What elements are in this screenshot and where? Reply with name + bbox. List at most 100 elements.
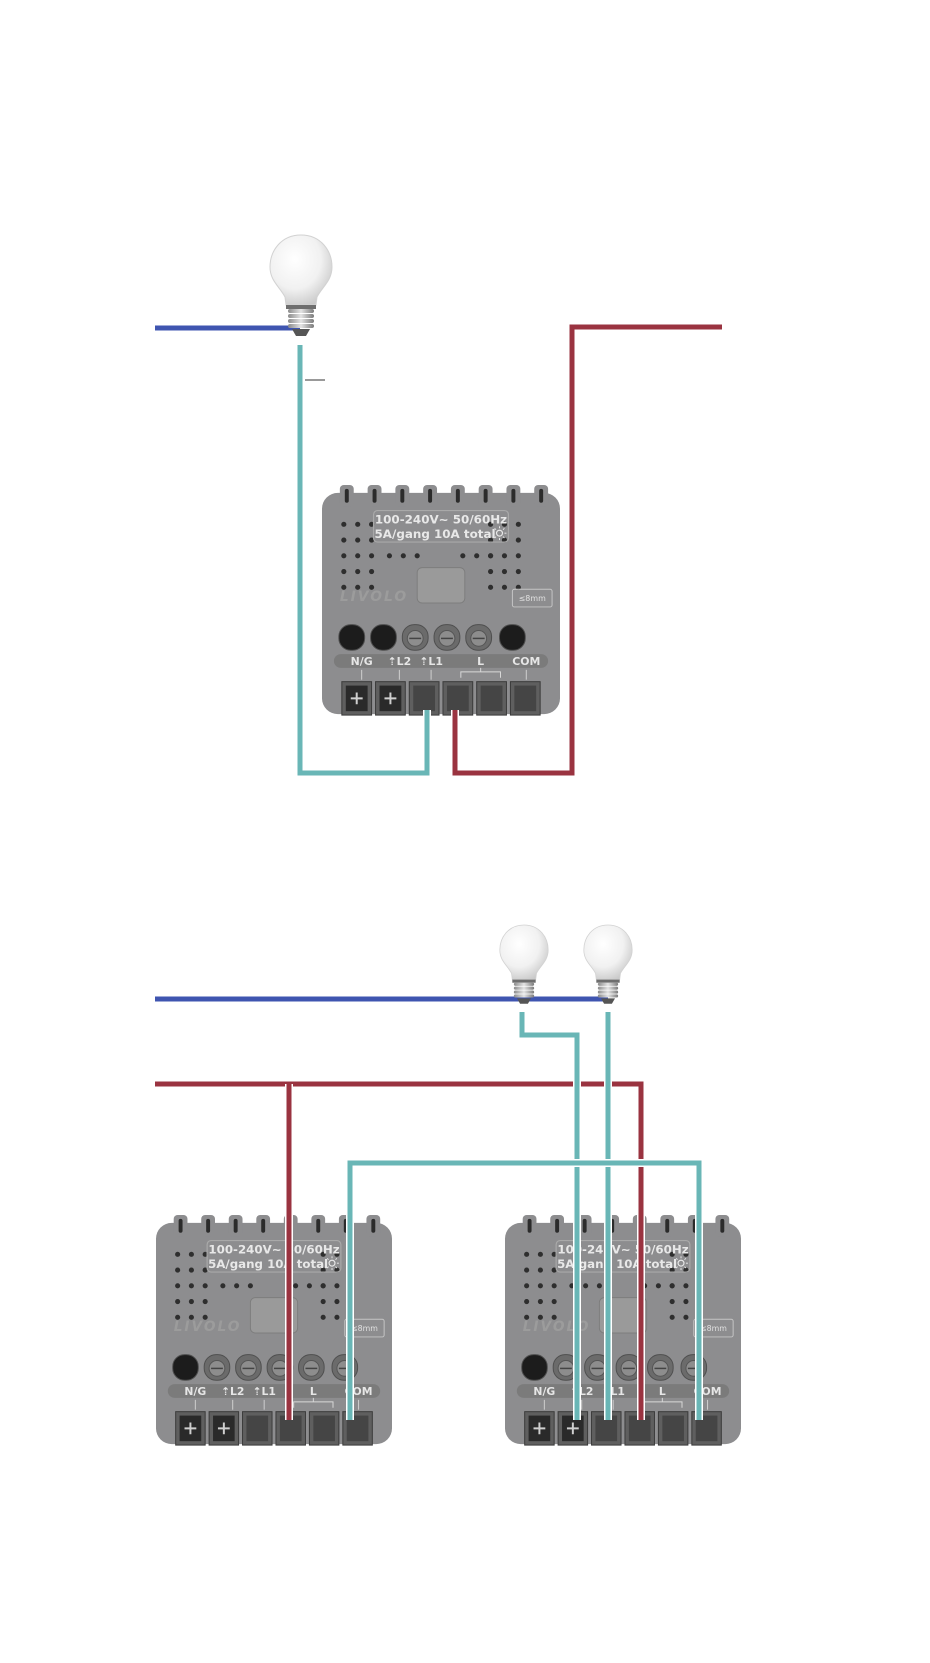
vent-dot (334, 1283, 340, 1289)
spec-line-2: 5A/gang 10A total (375, 527, 496, 541)
switch-slot (483, 488, 488, 503)
vent-dot (551, 1298, 557, 1305)
terminal-block-hole (246, 1415, 269, 1442)
terminal-screw (172, 1354, 199, 1381)
vent-dot (355, 584, 361, 590)
spec-line-1: 100-240V~ 50/60Hz (557, 1242, 688, 1256)
terminal-screw (499, 624, 526, 651)
strip-gauge (511, 588, 553, 608)
terminal-label: N/G (533, 1385, 555, 1398)
vent-dot (515, 584, 521, 590)
switched-wire-lamp-a (518, 1012, 581, 1420)
vent-dot (355, 553, 361, 559)
light-icon-ray (326, 1266, 329, 1269)
switch-slot (371, 1218, 376, 1233)
vent-dot (341, 568, 347, 575)
vent-dot (474, 553, 480, 559)
vent-dot (501, 553, 508, 559)
terminal-screw (338, 624, 366, 651)
terminal-screw (370, 624, 397, 651)
strip-gauge (344, 1318, 385, 1338)
bulb-thread (288, 319, 314, 323)
vent-dot (220, 1283, 226, 1289)
vent-dot (341, 521, 347, 527)
terminal-label: COM (512, 655, 540, 668)
light-icon-ray (502, 527, 505, 531)
bulb-tip (516, 998, 532, 1004)
vent-dot (669, 1251, 675, 1257)
terminal-label: L (310, 1385, 317, 1398)
wires-layer (109, 324, 768, 1087)
terminal-label: L (477, 655, 484, 668)
terminal-block-mark (384, 692, 397, 705)
vent-dot (537, 1314, 543, 1320)
vent-dot (202, 1267, 208, 1273)
light-icon-ray (675, 1257, 678, 1261)
vent-dot (202, 1298, 208, 1305)
bulb-thread (288, 314, 314, 318)
vent-dot (369, 521, 375, 527)
vent-dot (400, 553, 406, 559)
vent-dot (515, 537, 521, 543)
vent-dot (175, 1267, 181, 1273)
switch-slot (233, 1218, 238, 1233)
terminal-block-mark (533, 1422, 546, 1435)
light-icon-ray (675, 1266, 678, 1269)
terminal-label: ⇡L1 (252, 1385, 275, 1398)
vent-dot (175, 1251, 181, 1257)
light-icon-ray (494, 527, 497, 531)
vent-dot (369, 553, 375, 559)
vent-dot (551, 1267, 557, 1273)
terminal-block-mark (350, 692, 363, 705)
vent-dot (524, 1251, 530, 1257)
vent-dot (488, 568, 494, 575)
terminal-block-hole (480, 685, 503, 712)
bulb-glass (499, 924, 549, 980)
terminal-bridge (460, 667, 501, 678)
vent-dot (175, 1298, 181, 1305)
vent-dot (188, 1283, 194, 1289)
vent-dot (524, 1267, 530, 1273)
light-icon-ray (326, 1257, 329, 1261)
vent-dot (386, 553, 393, 559)
terminal-block-hole (695, 1415, 718, 1442)
terminal-label-strip (333, 654, 549, 668)
vent-dot (306, 1283, 312, 1289)
switch-slot (261, 1218, 266, 1233)
switch-slot (665, 1218, 670, 1233)
light-icon-core (677, 1259, 685, 1267)
terminal-block-hole (346, 1415, 369, 1442)
vent-dot (669, 1298, 675, 1305)
vent-dot (524, 1298, 530, 1305)
vent-dot (524, 1314, 530, 1320)
light-icon-ray (494, 536, 497, 539)
vent-dot (596, 1283, 602, 1289)
vent-dot (488, 537, 494, 543)
vent-dot (414, 553, 420, 559)
terminal-bridge (293, 1397, 334, 1408)
bulb-tip (292, 329, 310, 336)
vent-dot (515, 568, 521, 575)
spec-line-1: 100-240V~ 50/60Hz (208, 1242, 339, 1256)
bulb-thread (513, 994, 535, 998)
bulb-glass (583, 924, 633, 980)
lamp-2a (499, 924, 549, 1004)
vent-dot (355, 521, 361, 527)
light-icon (325, 1256, 339, 1271)
vent-dot (175, 1283, 181, 1289)
vent-dot (341, 553, 347, 559)
vent-dot (537, 1298, 543, 1305)
vent-dot (488, 553, 494, 559)
terminal-screw (521, 1354, 548, 1381)
vent-dot (501, 584, 508, 590)
light-icon (492, 526, 507, 541)
switch-slot (527, 1218, 532, 1233)
vent-dot (355, 568, 361, 575)
reset-button (416, 567, 466, 604)
